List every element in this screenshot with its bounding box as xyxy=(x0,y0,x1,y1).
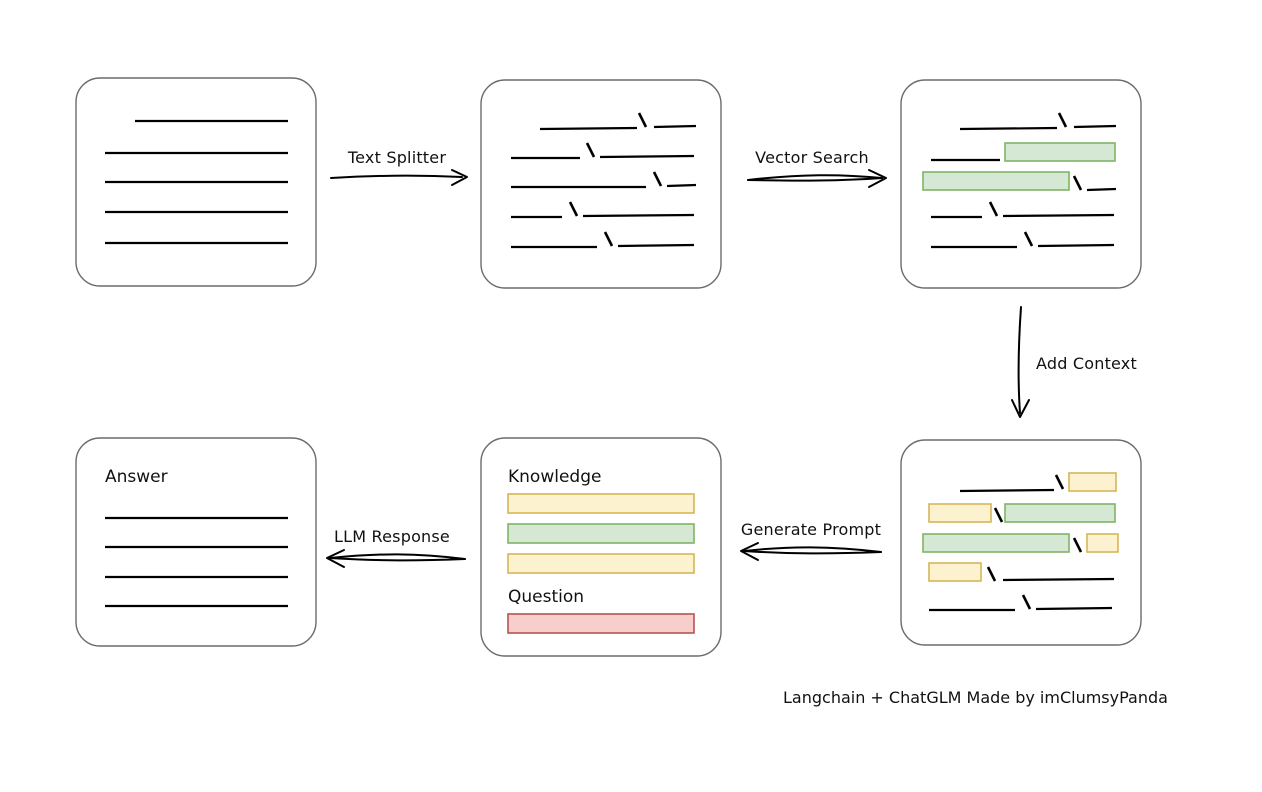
context-chunk-highlight[interactable] xyxy=(1086,533,1119,553)
arrow-shaft-secondary xyxy=(743,550,882,555)
question-bar-red[interactable] xyxy=(507,613,695,634)
split-chunks-rows xyxy=(511,112,697,249)
arrow-shaft-secondary xyxy=(747,177,883,182)
separator-slash xyxy=(637,112,648,128)
vector-matches-rows xyxy=(922,112,1117,249)
separator-slash xyxy=(1057,112,1068,128)
answer-label: Answer xyxy=(105,467,168,487)
knowledge-bar-yellow[interactable] xyxy=(507,553,695,574)
split-chunks-card[interactable] xyxy=(480,79,722,289)
chunk-segment xyxy=(599,154,695,159)
chunk-segment xyxy=(1002,213,1115,218)
chunk-segment xyxy=(617,243,695,248)
arrow-head-icon xyxy=(451,169,468,186)
context-chunk-highlight[interactable] xyxy=(928,562,982,582)
chunk-segment xyxy=(539,126,638,131)
chunk-segment xyxy=(666,183,697,188)
edge-generate-prompt: Generate Prompt xyxy=(740,520,882,561)
matched-chunk-highlight[interactable] xyxy=(922,533,1070,553)
separator-slash xyxy=(568,201,579,217)
edge-label-add-context: Add Context xyxy=(1036,354,1137,373)
node-answer[interactable]: Answer xyxy=(75,437,317,647)
edge-vector-search: Vector Search xyxy=(747,148,887,188)
question-label: Question xyxy=(508,587,584,607)
context-chunk-highlight[interactable] xyxy=(1068,472,1117,492)
chunk-segment xyxy=(1002,577,1115,582)
separator-slash xyxy=(1021,594,1032,610)
arrow-head-icon xyxy=(740,542,759,561)
arrow-shaft xyxy=(330,174,463,179)
edge-text-splitter: Text Splitter xyxy=(330,148,468,186)
knowledge-label: Knowledge xyxy=(508,467,601,487)
separator-slash xyxy=(993,507,1004,523)
separator-slash xyxy=(988,201,999,217)
prompt-card[interactable] xyxy=(480,437,722,657)
diagram-caption: Langchain + ChatGLM Made by imClumsyPand… xyxy=(783,688,1168,707)
node-vector-matches[interactable] xyxy=(900,79,1142,289)
arrow-shaft xyxy=(1017,306,1022,414)
separator-slash xyxy=(652,171,663,187)
separator-slash xyxy=(1072,537,1083,553)
arrow-shaft xyxy=(329,553,466,560)
chunk-segment xyxy=(959,488,1055,493)
node-source-document[interactable] xyxy=(75,77,317,287)
node-context-added[interactable] xyxy=(900,439,1142,646)
separator-slash xyxy=(585,142,596,158)
source-document-lines xyxy=(105,119,288,245)
separator-slash xyxy=(1072,175,1083,191)
edge-label-vector-search: Vector Search xyxy=(755,148,869,167)
chunk-segment xyxy=(653,124,697,129)
edge-add-context: Add Context xyxy=(1011,306,1137,418)
arrow-shaft xyxy=(743,546,882,553)
knowledge-bar-green[interactable] xyxy=(507,523,695,544)
separator-slash xyxy=(1054,474,1065,490)
separator-slash xyxy=(986,566,997,582)
context-chunk-highlight[interactable] xyxy=(928,503,992,523)
edge-llm-response: LLM Response xyxy=(326,527,466,568)
edge-label-llm-response: LLM Response xyxy=(334,527,450,546)
edge-label-generate-prompt: Generate Prompt xyxy=(741,520,881,539)
answer-lines xyxy=(105,516,288,608)
knowledge-bars xyxy=(507,493,695,574)
chunk-segment xyxy=(582,213,695,218)
node-split-chunks[interactable] xyxy=(480,79,722,289)
chunk-segment xyxy=(1037,243,1115,248)
node-prompt[interactable]: Knowledge Question xyxy=(480,437,722,657)
chunk-segment xyxy=(1073,124,1117,129)
chunk-segment xyxy=(1035,606,1113,611)
matched-chunk-highlight[interactable] xyxy=(922,171,1070,191)
arrow-shaft xyxy=(747,174,883,181)
arrow-head-icon xyxy=(1011,399,1030,418)
separator-slash xyxy=(1023,231,1034,247)
matched-chunk-highlight[interactable] xyxy=(1004,142,1116,162)
separator-slash xyxy=(603,231,614,247)
arrow-shaft-secondary xyxy=(329,557,466,562)
chunk-segment xyxy=(959,126,1058,131)
matched-chunk-highlight[interactable] xyxy=(1004,503,1116,523)
arrow-head-icon xyxy=(868,169,887,188)
question-bars xyxy=(507,613,695,634)
answer-card[interactable] xyxy=(75,437,317,647)
chunk-segment xyxy=(1086,187,1117,192)
edge-label-text-splitter: Text Splitter xyxy=(347,148,446,167)
arrow-head-icon xyxy=(326,549,345,568)
knowledge-bar-yellow[interactable] xyxy=(507,493,695,514)
context-added-rows xyxy=(922,472,1119,612)
